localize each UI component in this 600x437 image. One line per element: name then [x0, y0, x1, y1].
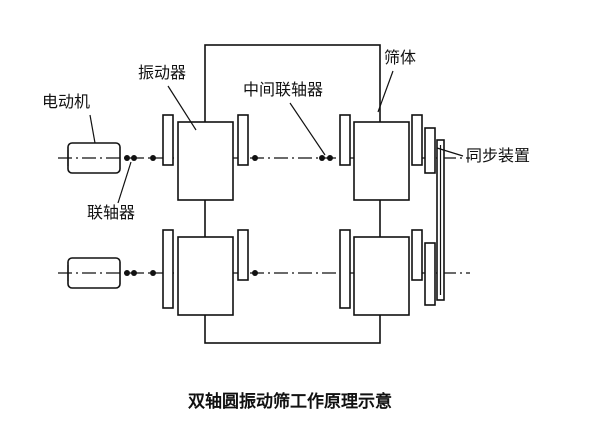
- lower-right-vibrator: [353, 236, 410, 316]
- upper-middle-coupling: [319, 155, 325, 161]
- label-screen-body: 筛体: [384, 48, 416, 67]
- sync-device: [424, 127, 445, 306]
- upper-shaft-assembly: [58, 114, 470, 201]
- upper-coupling: [124, 155, 130, 161]
- lower-coupling: [124, 270, 130, 276]
- label-middle-coupling: 中间联轴器: [243, 80, 323, 99]
- upper-right-vibrator: [353, 121, 410, 201]
- label-coupling: 联轴器: [87, 203, 135, 222]
- upper-left-eccentric-plate-2: [237, 114, 249, 166]
- upper-left-eccentric-plate: [162, 114, 174, 166]
- label-vibrator: 振动器: [138, 63, 186, 82]
- label-sync-device: 同步装置: [466, 146, 530, 165]
- upper-right-eccentric-plate: [339, 114, 351, 166]
- lower-left-vibrator: [177, 236, 234, 316]
- lower-left-eccentric-plate: [162, 229, 174, 309]
- sync-gear-upper: [424, 127, 436, 174]
- lower-shaft-assembly: [58, 229, 470, 316]
- upper-left-vibrator: [177, 121, 234, 201]
- sync-gear-lower: [424, 242, 436, 306]
- lower-right-eccentric-plate: [339, 229, 351, 309]
- label-motor: 电动机: [42, 92, 90, 111]
- diagram-caption: 双轴圆振动筛工作原理示意: [188, 391, 392, 412]
